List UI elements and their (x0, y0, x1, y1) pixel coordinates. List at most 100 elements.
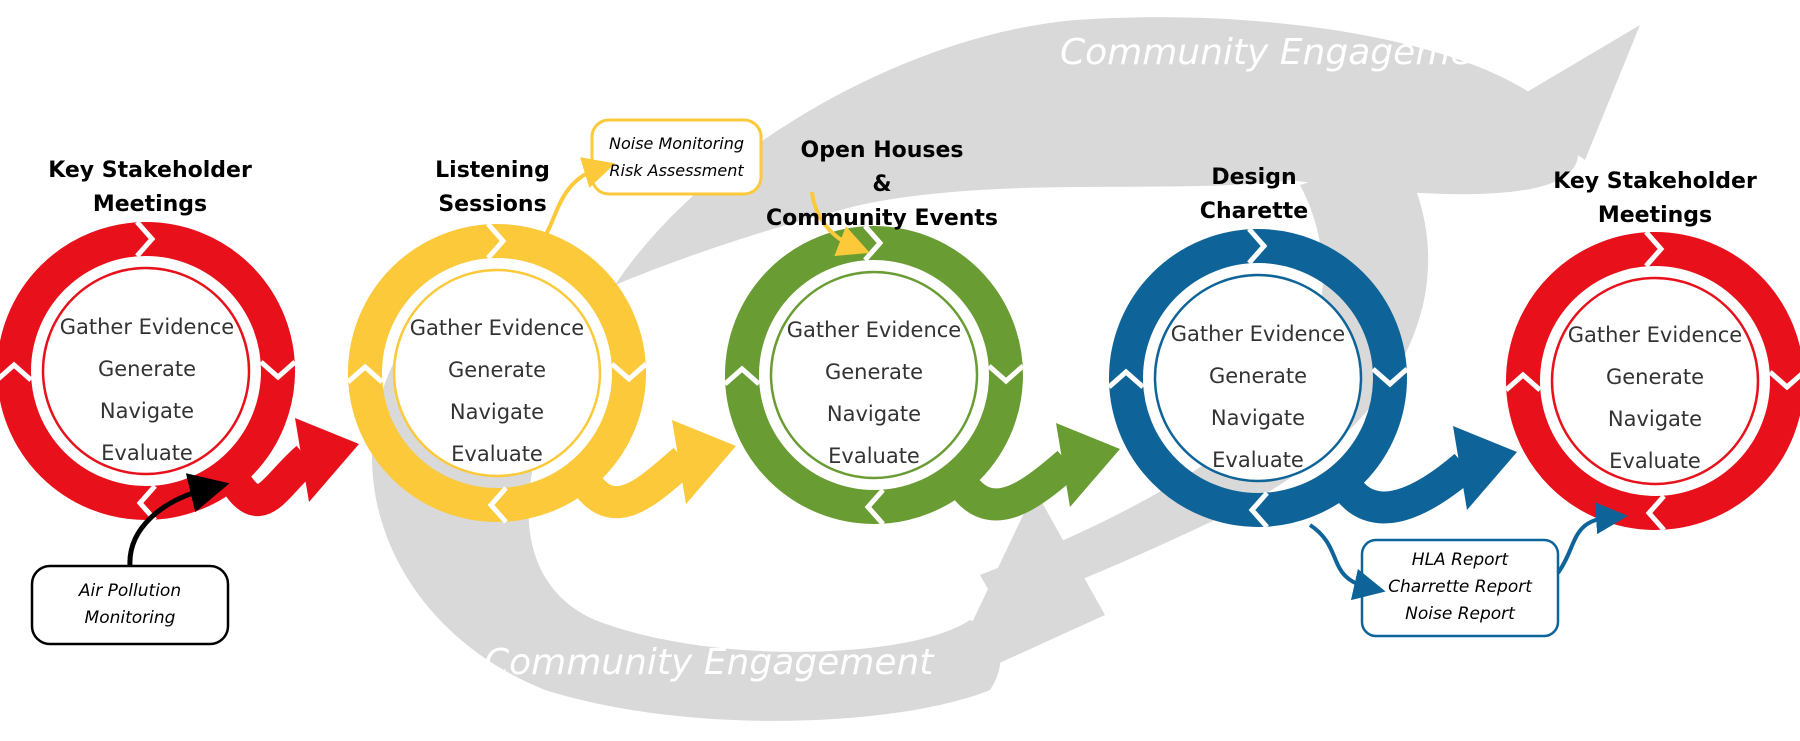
flow-arrowhead-1 (295, 418, 359, 502)
stage-title-line: Key Stakeholder (1553, 169, 1757, 194)
noise-monitoring-note: Noise Monitoring Risk Assessment (592, 130, 761, 184)
chevron-icon (1247, 227, 1268, 265)
stage-title-line: Charette (1199, 199, 1309, 224)
step-evaluate: Evaluate (828, 444, 920, 468)
stage-title-3: Open Houses & Community Events (752, 134, 1012, 236)
ring-band (348, 224, 646, 522)
stage-title-2: Listening Sessions (400, 154, 585, 222)
chevron-icon (1504, 371, 1542, 392)
step-generate: Generate (97, 357, 197, 381)
stage-steps-4: Gather Evidence Generate Navigate Evalua… (1158, 313, 1358, 481)
chevron-icon (864, 488, 885, 526)
chevron-icon (1371, 367, 1409, 388)
note-line: Noise Report (1405, 604, 1515, 624)
chevron-icon (723, 365, 761, 386)
stage-steps-3: Gather Evidence Generate Navigate Evalua… (774, 309, 974, 477)
ring-band (0, 222, 295, 520)
step-gather-evidence: Gather Evidence (59, 315, 235, 339)
chevron-icon (1248, 491, 1269, 529)
air-pollution-connector (127, 473, 230, 567)
stage-title-line: Key Stakeholder (48, 158, 252, 183)
step-generate: Generate (1208, 364, 1308, 388)
engagement-arrowhead-upper (1505, 25, 1640, 160)
flow-arrow-4 (1328, 453, 1476, 524)
note-line: Monitoring (84, 608, 176, 628)
chevron-icon (863, 224, 884, 262)
chevron-icon (1644, 230, 1665, 268)
cycle-ring-4 (1107, 227, 1409, 529)
cycle-ring-3 (723, 224, 1025, 526)
ring-inner-circle (392, 268, 602, 478)
chevron-icon (259, 360, 297, 381)
step-evaluate: Evaluate (1212, 448, 1304, 472)
step-evaluate: Evaluate (451, 442, 543, 466)
chevron-icon (1107, 368, 1145, 389)
chevron-icon (1768, 370, 1800, 391)
note-line: Risk Assessment (609, 161, 744, 180)
reports-connector-out (1556, 502, 1628, 575)
step-gather-evidence: Gather Evidence (1567, 323, 1743, 347)
step-navigate: Navigate (449, 400, 545, 424)
cycle-ring-2 (346, 222, 648, 524)
step-navigate: Navigate (1607, 407, 1703, 431)
note-line: HLA Report (1411, 550, 1509, 570)
step-navigate: Navigate (99, 399, 195, 423)
stage-title-4: Design Charette (1154, 161, 1354, 229)
stage-title-5: Key Stakeholder Meetings (1535, 165, 1775, 233)
ring-inner-circle (41, 266, 251, 476)
engagement-arc-upper (615, 17, 1578, 285)
stage-title-line: Meetings (1597, 203, 1713, 228)
step-evaluate: Evaluate (1609, 449, 1701, 473)
step-generate: Generate (1605, 365, 1705, 389)
chevron-icon (1645, 494, 1666, 532)
stage-title-line: & (872, 172, 892, 197)
flow-arrow-3 (944, 450, 1079, 521)
ring-inner-circle (769, 270, 979, 480)
ring-inner-circle (1153, 273, 1363, 483)
cycle-ring-1 (0, 220, 297, 522)
noise-connector-in (543, 157, 616, 238)
flow-arrowhead-2 (672, 420, 736, 504)
stage-title-line: Design (1211, 165, 1297, 190)
ring-inner-circle (1550, 276, 1760, 486)
stage-title-1: Key Stakeholder Meetings (30, 154, 270, 222)
reports-connector-in (1308, 523, 1386, 601)
chevron-icon (135, 220, 156, 258)
step-generate: Generate (447, 358, 547, 382)
ring-band (725, 226, 1023, 524)
stage-title-line: Sessions (438, 192, 547, 217)
chevron-icon (987, 364, 1025, 385)
stage-title-line: Community Events (765, 206, 999, 231)
step-gather-evidence: Gather Evidence (409, 316, 585, 340)
noise-monitoring-box (590, 118, 763, 196)
engagement-label-top: Community Engagement (1060, 32, 1510, 73)
ring-band (1109, 229, 1407, 527)
step-evaluate: Evaluate (101, 441, 193, 465)
air-pollution-note: Air Pollution Monitoring (32, 578, 228, 632)
stage-title-line: Open Houses (800, 138, 964, 163)
note-line: Noise Monitoring (608, 134, 745, 153)
flow-arrow-1 (216, 445, 318, 517)
cycle-ring-5 (1504, 230, 1800, 532)
reports-note: HLA Report Charrette Report Noise Report (1362, 547, 1558, 628)
flow-arrowhead-4 (1453, 426, 1517, 510)
flow-arrow-2 (567, 447, 695, 519)
step-gather-evidence: Gather Evidence (786, 318, 962, 342)
step-generate: Generate (824, 360, 924, 384)
chevron-icon (486, 222, 507, 260)
ring-band (1506, 232, 1800, 530)
engagement-label-bottom: Community Engagement (484, 642, 934, 683)
step-navigate: Navigate (826, 402, 922, 426)
flow-arrowhead-3 (1056, 423, 1120, 507)
note-line: Air Pollution (78, 581, 182, 601)
chevron-icon (487, 486, 508, 524)
stage-title-line: Listening (435, 158, 550, 183)
chevron-icon (346, 363, 384, 384)
note-line: Charrette Report (1388, 577, 1532, 597)
noise-connector-out (810, 191, 870, 257)
notes-layer (30, 118, 1628, 646)
step-gather-evidence: Gather Evidence (1170, 322, 1346, 346)
stage-title-line: Meetings (92, 192, 208, 217)
